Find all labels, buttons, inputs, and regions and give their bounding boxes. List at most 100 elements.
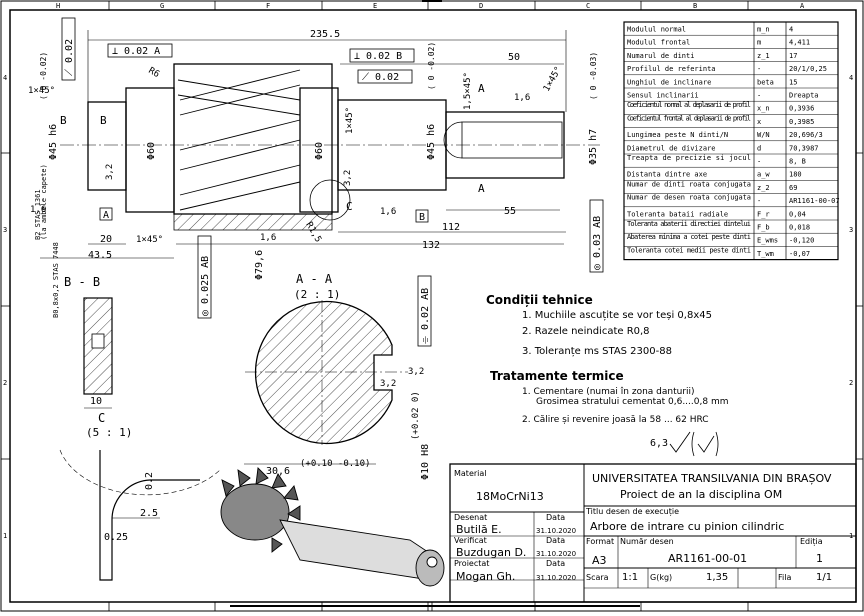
param-value: 20,696/3 [789,131,823,139]
technical-conditions: Condiții tehnice 1. Muchiile ascuțite se… [486,293,728,457]
title-block-texts: Material 18MoCrNi13 UNIVERSITATEA TRANSI… [454,469,832,583]
param-symbol: beta [757,78,774,86]
dim-end-length: 50 [508,52,520,63]
dim-chamfer: 1×45° [28,86,55,96]
roughness-bracket-icon [691,431,719,457]
detail-c-label: C [346,200,353,213]
dim-phi10-h8: Φ10 H8 [420,444,431,480]
condition-item: 3. Toleranțe ms STAS 2300-88 [522,346,672,357]
param-name: Lungimea peste N dinti/N [627,131,728,139]
tol-symmetry: ⌯ 0.02 AB [420,288,431,344]
dim-phi10-tol: (+0.02 0) [411,391,421,440]
param-name: Modulul normal [627,26,686,34]
inner-border [9,9,857,603]
param-value: 0,04 [789,210,806,218]
param-name: Coeficientul normal al deplasarii de pro… [627,101,751,109]
title-block [449,463,857,603]
param-name: Profilul de referinta [627,65,716,73]
zone-label: 1 [3,532,7,540]
section-b-mark: B [100,114,107,127]
tb-label: Titlu desen de execuție [585,507,679,517]
roughness-icon [697,435,715,453]
param-name: Numar de desen roata conjugata [627,194,751,202]
section-b-b-title: B - B [64,275,100,289]
stas-note: (la ambele capete) [40,164,48,240]
datum-labels: A B C B B A A [60,82,485,223]
detail-dim: 0.2 [144,472,155,490]
param-symbol: d [757,144,761,152]
tol-runout: ⟋ 0.02 [64,39,75,76]
param-name: Sensul inclinarii [627,92,699,100]
dim-phi35-tol: ( 0 -0.03) [589,52,598,100]
dim-chamfer: 1×45° [136,235,163,245]
tb-label: Scara [586,573,609,582]
roughness-label: 1,6 [514,93,530,103]
dim-phi35: Φ35 h7 [588,129,599,165]
param-symbol: W/N [757,131,770,139]
section-a-mark: A [478,82,485,95]
param-value: 8, B [789,158,806,166]
dim-55: 55 [504,206,516,217]
param-symbol: F_r [757,210,770,218]
param-symbol: z_1 [757,52,770,60]
dim-chamfer: 1,5×45° [463,72,473,110]
section-b-b: B - B 10 [64,275,113,409]
drawn-by: Butilă E. [456,523,502,536]
zone-label: E [373,2,377,10]
datum-a: A [103,210,109,221]
zone-label: D [479,2,483,10]
section-a-a: A - A (2 : 1) 3,2 3,2 30,6 (+0.10 -0.10)… [244,272,432,480]
roughness-label: 3,2 [343,170,353,186]
dim-phi45-h6: Φ45 h6 [426,124,437,160]
dim-30-6-tol: (+0.10 -0.10) [300,459,370,469]
param-value: 70,3987 [789,144,819,152]
tolerance-frames: ⊥ 0.02 A ⊥ 0.02 B ⟋ 0.02 ⟋ 0.02 ◎ 0.025 … [61,17,604,319]
param-symbol: - [757,158,761,166]
param-value: 17 [789,52,797,60]
tol-runout: ⟋ 0.02 [362,72,399,83]
tb-label: G(kg) [650,573,672,582]
tb-label: Număr desen [620,537,674,546]
conditions-title: Condiții tehnice [486,293,593,307]
tb-label: Fila [778,573,791,582]
tb-label: Verificat [454,536,487,545]
section-a-a-title: A - A [296,272,333,286]
param-name: Toleranta cotei medii peste dinti [627,246,751,254]
tb-label: Format [586,537,614,546]
detail-c-title: C [98,411,105,425]
tb-label: Data [546,536,565,545]
dim-phi45: Φ45 h6 [48,124,59,160]
param-name: Numar de dinti roata conjugata [627,180,751,188]
section-a-mark: A [478,182,485,195]
param-symbol: T_wm [757,250,774,258]
param-symbol: z_2 [757,184,770,192]
detail-dim: 0.25 [104,532,128,543]
tb-date: 31.10.2020 [536,527,576,535]
designed-by: Mogan Gh. [456,570,515,583]
detail-c-scale: (5 : 1) [86,426,132,439]
param-value: -0,120 [789,237,814,245]
param-symbol: x_n [757,105,770,113]
param-symbol: m_n [757,26,770,34]
section-a-a-scale: (2 : 1) [294,288,340,301]
dim-chamfer: 1×45° [542,65,564,93]
param-value: 4 [789,26,793,34]
dim-chamfer: 1×45° [345,107,355,134]
zone-label: H [56,2,60,10]
checked-by: Buzdugan D. [456,546,526,559]
param-symbol: - [757,92,761,100]
param-value: 0,3936 [789,105,814,113]
roughness-label: 3,2 [380,379,396,389]
treatment-item: 1. Cementare (numai în zona danturii) [522,387,695,397]
radius-label: R6 [147,66,161,80]
param-name: Toleranta abaterii directiei dintelui [627,220,751,228]
zone-label: G [160,2,164,10]
tb-label: Material [454,469,487,478]
dim-phi79: Φ79,6 [254,250,265,280]
tol-perpendicular-b: ⊥ 0.02 B [354,51,402,62]
dimension-texts: 235.5 50 112 132 55 20 43.5 1×45° 1×45° … [28,29,599,280]
param-value: -0,07 [789,250,810,258]
dim-phi45-tol: ( 0 -0.02) [39,52,48,100]
